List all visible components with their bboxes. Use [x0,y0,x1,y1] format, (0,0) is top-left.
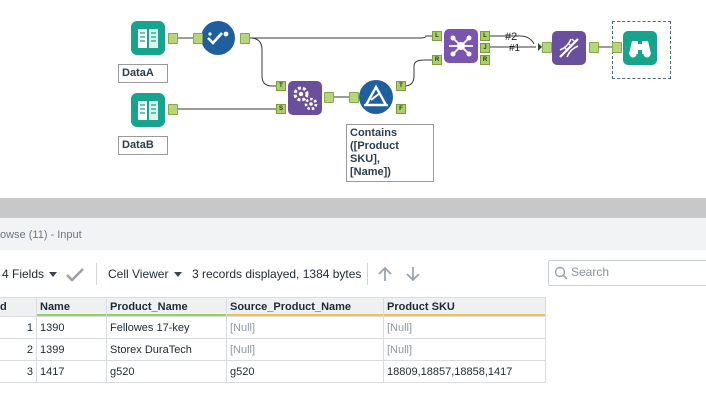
search-placeholder: Search [571,265,610,279]
join-anchor-l-in[interactable]: L [432,31,442,41]
dna-tool[interactable] [551,30,587,66]
triangle-icon [359,80,393,114]
join-anchor-r-out[interactable]: R [480,55,490,65]
cell-source-product-name[interactable]: [Null] [226,338,384,361]
join-tool[interactable] [443,28,479,64]
output-anchor[interactable] [168,104,178,115]
formula-tool[interactable] [287,80,323,116]
join-anchor-j-out[interactable]: J [480,43,490,53]
toolbar-separator [367,263,368,285]
annotation-filter: Contains ([Product SKU], [Name]) [346,124,434,182]
column-header-underline [37,314,106,316]
column-header-label: d [0,301,7,313]
cell-product-name[interactable]: Fellowes 17-key [106,316,227,339]
cell-viewer-dropdown[interactable]: Cell Viewer [108,267,169,281]
join-anchor-l-out[interactable]: L [480,31,490,41]
output-anchor[interactable] [589,42,599,53]
annotation-data-b: DataB [118,136,168,155]
table-row[interactable]: 3 1417 g520 g520 18809,18857,18858,1417 [0,360,546,383]
checkmark-icon [201,21,235,55]
search-input[interactable]: Search [548,260,706,286]
workflow-canvas[interactable]: DataA DataB T S [0,0,706,198]
annotation-data-a: DataA [118,64,168,83]
column-header-underline [107,314,226,316]
gears-icon [288,81,322,115]
dna-icon [552,31,586,65]
input-anchor[interactable] [193,33,203,44]
annotation-line: ([Product SKU], [350,140,399,165]
row-number: 3 [0,360,37,383]
annotation-line: [Name]) [350,166,391,178]
filter-anchor-f[interactable]: F [396,104,406,114]
output-anchor[interactable] [168,33,178,44]
column-header-product-name[interactable]: Product_Name [106,297,227,317]
input-anchor[interactable] [612,42,622,53]
cell-source-product-name[interactable]: g520 [226,360,384,383]
join-anchor-r-in[interactable]: R [432,55,442,65]
filter-anchor-t[interactable]: T [396,81,406,91]
formula-anchor-t[interactable]: T [276,81,286,91]
input-data-tool-a[interactable] [130,20,166,56]
column-header-label: Source_Product_Name [230,301,352,313]
table-row[interactable]: 1 1390 Fellowes 17-key [Null] [Null] [0,316,546,339]
table-header-row: d Name Product_Name Source_Product_Name … [0,297,546,317]
formula-anchor-s[interactable]: S [276,104,286,114]
cell-source-product-name[interactable]: [Null] [226,316,384,339]
results-table: d Name Product_Name Source_Product_Name … [0,297,546,383]
output-anchor[interactable] [324,92,334,103]
results-panel-header: owse (11) - Input [0,218,706,251]
records-status: 3 records displayed, 1384 bytes [192,267,362,281]
column-header-source-product-name[interactable]: Source_Product_Name [226,297,384,317]
column-header-underline [227,314,383,316]
row-number: 1 [0,316,37,339]
cell-product-name[interactable]: Storex DuraTech [106,338,227,361]
check-icon[interactable] [66,268,84,282]
input-data-tool-b[interactable] [130,92,166,128]
connection-label-bottom: #1 [509,43,521,54]
connection-label-top: #2 [505,31,518,43]
output-anchor[interactable] [240,33,250,44]
browse-tool[interactable] [622,30,658,66]
arrow-down-icon[interactable] [405,266,421,282]
cell-product-sku[interactable]: [Null] [383,316,546,339]
fields-dropdown[interactable]: 4 Fields [2,267,45,281]
cell-product-sku[interactable]: 18809,18857,18858,1417 [383,360,546,383]
cell-name[interactable]: 1399 [36,338,107,361]
panel-splitter[interactable] [0,198,706,218]
cell-name[interactable]: 1417 [36,360,107,383]
column-header-name[interactable]: Name [36,297,107,317]
annotation-line: Contains [350,127,398,139]
filter-tool[interactable] [358,79,394,115]
cell-product-sku[interactable]: [Null] [383,338,546,361]
column-header-label: Product_Name [110,301,188,313]
join-icon [444,29,478,63]
column-header-product-sku[interactable]: Product SKU [383,297,546,317]
binoculars-icon [623,31,657,65]
column-header-underline [384,314,545,316]
search-icon [554,266,568,280]
select-tool[interactable] [200,20,236,56]
input-anchor[interactable] [349,92,359,103]
cell-product-name[interactable]: g520 [106,360,227,383]
panel-title: owse (11) - Input [0,229,82,241]
chevron-down-icon[interactable] [49,272,57,278]
column-header-label: Name [40,301,70,313]
arrow-up-icon[interactable] [377,266,393,282]
row-number: 2 [0,338,37,361]
chevron-down-icon[interactable] [174,272,182,278]
book-icon [131,93,165,127]
input-anchor[interactable] [542,42,552,53]
table-row[interactable]: 2 1399 Storex DuraTech [Null] [Null] [0,338,546,361]
toolbar-separator [96,263,97,285]
book-icon [131,21,165,55]
cell-name[interactable]: 1390 [36,316,107,339]
column-header-label: Product SKU [387,301,455,313]
column-header-record[interactable]: d [0,297,37,317]
